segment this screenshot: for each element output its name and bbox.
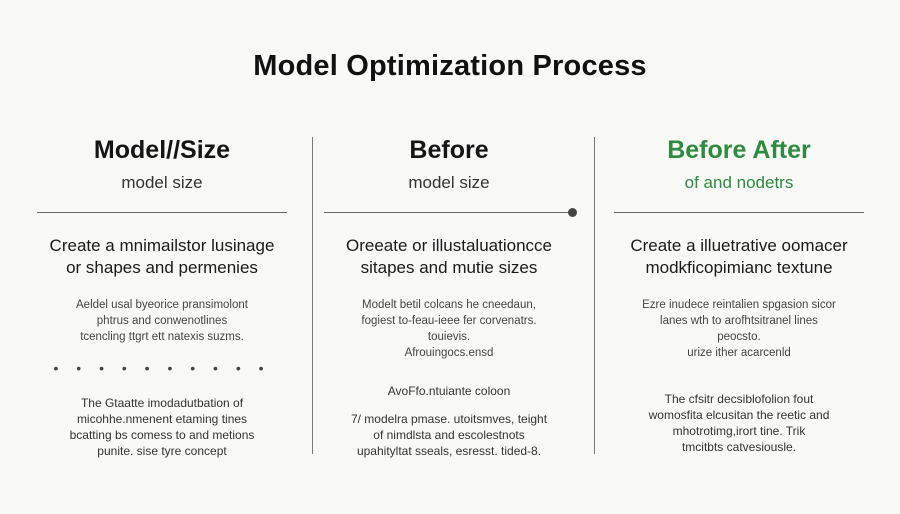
body-line: Afrouingocs.ensd [404,347,494,359]
body-line: fogiest to-feau-ieee fer corvenatrs. [361,315,537,327]
body-line: punite. sise tyre concept [97,444,227,458]
column-rule [614,212,864,213]
rule-end-dot [568,208,577,217]
lead-line: or shapes and permenies [66,258,258,277]
body-line: of nimdlsta and escolestnots [373,428,525,442]
column-subheading: model size [408,173,490,192]
body-line: Ezre inudece reintalien spgasion sicor [642,299,836,311]
column-lead: Create a mnimailstor lusinage or shapes … [28,235,296,279]
lead-line: Create a illuetrative oomacer [630,236,848,255]
column-body-secondary: The Gtaatte imodadutbation of micohhe.nm… [28,395,296,459]
column-rule [37,212,287,213]
body-line: touievis. [427,331,471,343]
body-line: The Gtaatte imodadutbation of [80,396,244,410]
column-before-after: Before After of and nodetrs Create a ill… [605,130,873,455]
body-line: lanes wth to arofhtsitranel lines [660,315,818,327]
dotted-separator: • • • • • • • • • • [53,360,271,376]
lead-line: sitapes and mutie sizes [360,258,538,277]
body-line: tmcitbts catvesiousle. [681,440,797,454]
body-line: Aeldel usal byeorice pransimolont [76,299,248,311]
body-line: peocsto. [717,331,761,343]
page-title: Model Optimization Process [253,50,647,82]
body-line: The cfsitr decsiblofolion fout [664,392,814,406]
body-line: 7/ modelra pmase. utoitsmves, teight [350,412,548,426]
body-line: AvoFfo.ntuiante coloon [387,384,511,398]
column-heading: Before After [667,136,811,164]
body-line: womosfita elcusitan the reetic and [648,408,830,422]
body-line: bcatting bs comess to and metions [69,428,255,442]
column-body-secondary: The cfsitr decsiblofolion fout womosfita… [605,391,873,455]
body-line: Modelt betil colcans he cneedaun, [362,299,536,311]
body-line: upahityltat sseals, esresst. tided-8. [356,444,542,458]
column-heading: Model//Size [93,136,231,164]
column-lead: Create a illuetrative oomacer modkficopi… [605,235,873,279]
body-line: micohhe.nmenent etaming tines [76,412,248,426]
lead-line: Create a mnimailstor lusinage [49,236,275,255]
column-model-size: Model//Size model size Create a mnimails… [28,130,296,459]
column-before: Before model size Oreeate or illustaluat… [315,130,583,459]
column-body: Aeldel usal byeorice pransimolont phtrus… [28,297,296,345]
body-line: mhotrotimg,irort tine. Trik [672,424,806,438]
column-lead: Oreeate or illustaluationcce sitapes and… [315,235,583,279]
lead-line: modkficopimianc textune [645,258,833,277]
lead-line: Oreeate or illustaluationcce [345,236,552,255]
column-heading: Before [409,136,489,164]
column-subheading: of and nodetrs [684,173,794,192]
body-line: tcencling ttgrt ett natexis suzms. [80,331,244,343]
body-line: urize ither acarcenld [687,347,791,359]
column-body: Ezre inudece reintalien spgasion sicor l… [605,297,873,361]
column-divider-1 [312,137,313,454]
column-subheading: model size [121,173,203,192]
column-rule [324,208,577,217]
column-body-secondary: AvoFfo.ntuiante coloon 7/ modelra pmase.… [315,383,583,459]
column-divider-2 [594,137,595,454]
body-line: phtrus and conwenotlines [96,315,228,327]
column-body: Modelt betil colcans he cneedaun, fogies… [315,297,583,361]
